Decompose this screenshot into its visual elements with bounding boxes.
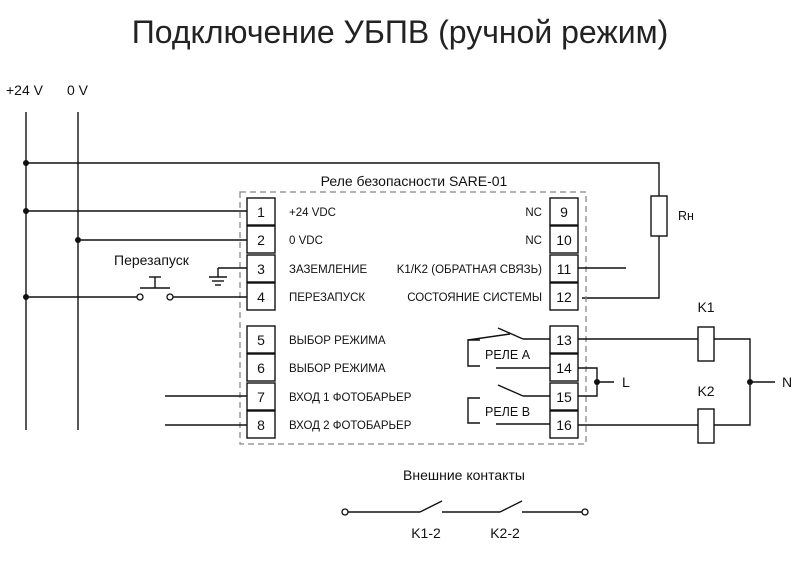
pin-box-5	[246, 325, 276, 354]
pin-number: 4	[257, 289, 265, 305]
left-pin-group	[246, 197, 276, 439]
contact-terminal	[166, 293, 174, 301]
pin-box-7	[246, 382, 276, 411]
diagram-title: Подключение УБПВ (ручной режим)	[131, 14, 669, 50]
line-n-label: N	[782, 374, 792, 390]
contact-k2-2-label: K2-2	[490, 525, 520, 541]
pin-number: 8	[257, 417, 265, 433]
pin-label: ВХОД 2 ФОТОБАРЬЕР	[289, 420, 412, 432]
coil-k2	[697, 408, 715, 444]
pin-box-1	[246, 197, 276, 226]
pin-number: 3	[257, 261, 265, 277]
relay-a-label: РЕЛЕ А	[485, 348, 531, 362]
pin-label: 0 VDC	[289, 235, 323, 247]
coil-k2-label: K2	[697, 383, 714, 399]
relay-name: Реле безопасности SARE-01	[321, 173, 508, 189]
pin-number: 11	[557, 261, 572, 277]
external-contacts-chain	[341, 500, 589, 516]
pin-box-11	[549, 254, 579, 283]
pin-box-12	[549, 282, 579, 311]
pin-number: 10	[556, 232, 572, 248]
ground-icon	[209, 267, 247, 286]
pin-number: 7	[257, 389, 265, 405]
push-button-icon	[140, 276, 170, 289]
restart-label: Перезапуск	[114, 252, 190, 268]
pin-label: ПЕРЕЗАПУСК	[289, 292, 365, 304]
pin-label: K1/K2 (ОБРАТНАЯ СВЯЗЬ)	[397, 264, 542, 276]
pin-box-4	[246, 282, 276, 311]
pin-label: ВЫБОР РЕЖИМА	[289, 335, 386, 347]
pin-number: 13	[556, 332, 572, 348]
line-l-label: L	[622, 374, 630, 390]
junction-dot	[747, 379, 753, 385]
pin-number: 6	[257, 360, 265, 376]
pin-number: 2	[257, 232, 265, 248]
supply-zero-label: 0 V	[67, 82, 89, 98]
pin-label: СОСТОЯНИЕ СИСТЕМЫ	[407, 292, 542, 304]
contact-terminal	[341, 508, 349, 516]
junction-dot	[23, 160, 29, 166]
pin-box-3	[246, 254, 276, 283]
external-contacts-title: Внешние контакты	[403, 467, 525, 483]
coil-k1-label: K1	[697, 299, 714, 315]
pin-label: ВЫБОР РЕЖИМА	[289, 363, 386, 375]
pin-number: 9	[560, 204, 568, 220]
pin-number: 14	[556, 360, 572, 376]
relay-b-label: РЕЛЕ В	[485, 405, 530, 419]
contact-terminal	[136, 293, 144, 301]
pin-label: ВХОД 1 ФОТОБАРЬЕР	[289, 392, 412, 404]
pin-box-8	[246, 410, 276, 439]
pin-box-9	[549, 197, 579, 226]
relay-a-contact	[467, 327, 550, 369]
relay-enclosure	[239, 191, 587, 445]
pin-label: NC	[525, 235, 542, 247]
pin-number: 5	[257, 332, 265, 348]
wire-plus-to-resistor	[26, 162, 660, 196]
pin-label: +24 VDC	[289, 207, 336, 219]
junction-dot	[23, 294, 29, 300]
contact-k1-2-label: K1-2	[411, 525, 441, 541]
wire-coils-to-neutral	[714, 338, 751, 426]
resistor-label: Rн	[678, 209, 694, 223]
pin-box-10	[549, 225, 579, 254]
junction-dot	[594, 379, 600, 385]
junction-dot	[75, 237, 81, 243]
pin-number: 16	[556, 417, 572, 433]
supply-plus-label: +24 V	[6, 82, 44, 98]
contact-terminal	[581, 508, 589, 516]
junction-dot	[23, 208, 29, 214]
pin-box-6	[246, 353, 276, 382]
pin-number: 15	[556, 389, 572, 405]
load-resistor	[650, 195, 668, 237]
pin-label: NC	[525, 207, 542, 219]
pin-number: 12	[556, 289, 572, 305]
pin-label: ЗАЗЕМЛЕНИЕ	[289, 264, 367, 276]
pin-number: 1	[257, 204, 265, 220]
coil-k1	[697, 326, 715, 362]
relay-b-contact	[467, 384, 550, 425]
wire-resistor-to-pin12	[582, 236, 660, 299]
